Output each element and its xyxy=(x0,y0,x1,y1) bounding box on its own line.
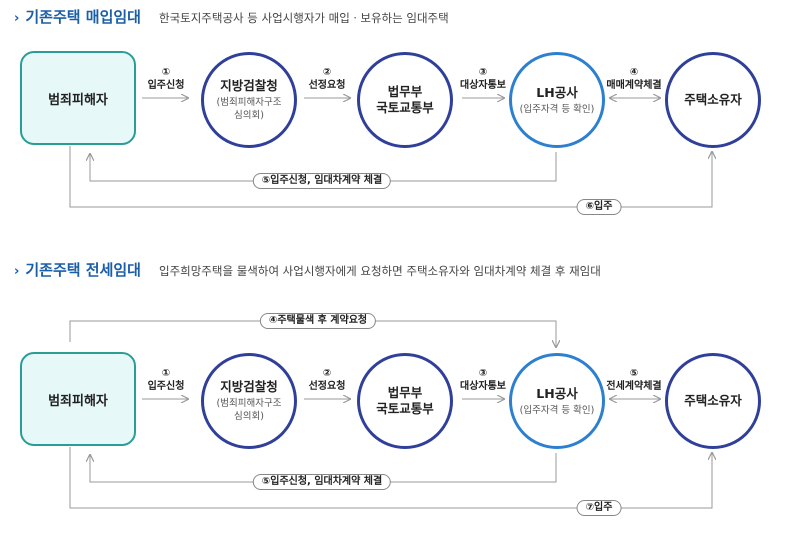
node-ministry: 법무부 국토교통부 xyxy=(357,353,453,449)
step-text: 전세계약체결 xyxy=(606,381,662,392)
node-district-prosecutor: 지방검찰청 (범죄피해자구조 심의회) xyxy=(201,353,297,449)
step-number: ① xyxy=(161,67,171,78)
section-description: 한국토지주택공사 등 사업시행자가 매입ㆍ보유하는 임대주택 xyxy=(158,11,449,25)
step-5b-pill: ⑤입주신청, 임대차계약 체결 xyxy=(252,474,392,490)
step-text: 대상자통보 xyxy=(460,381,506,392)
node-house-owner: 주택소유자 xyxy=(665,52,761,148)
step-text: 대상자통보 xyxy=(460,80,506,91)
section-title: 기존주택 전세임대 xyxy=(25,261,141,279)
section-purchase-rental: › 기존주택 매입임대 한국토지주택공사 등 사업시행자가 매입ㆍ보유하는 임대… xyxy=(0,0,795,250)
step-number: ② xyxy=(322,67,332,78)
node-name: LH공사 xyxy=(536,385,578,401)
section-lease-rental: › 기존주택 전세임대 입주희망주택을 물색하여 사업시행자에게 요청하면 주택… xyxy=(0,250,795,535)
step-number: ③ xyxy=(478,67,488,78)
step-4-pill: ④주택물색 후 계약요청 xyxy=(259,313,377,329)
section-heading: › 기존주택 전세임대 입주희망주택을 물색하여 사업시행자에게 요청하면 주택… xyxy=(14,259,601,280)
node-house-owner: 주택소유자 xyxy=(665,353,761,449)
arrow-7 xyxy=(69,447,712,509)
step-text: 매매계약체결 xyxy=(606,80,662,91)
step-5-label: ⑤ 전세계약체결 xyxy=(606,367,661,393)
node-name: 주택소유자 xyxy=(684,92,742,107)
node-name: 주택소유자 xyxy=(684,393,742,408)
step-text: 입주신청 xyxy=(147,381,185,392)
step-1-label: ① 입주신청 xyxy=(148,367,185,393)
step-4-label: ④ 매매계약체결 xyxy=(606,66,661,92)
node-district-prosecutor: 지방검찰청 (범죄피해자구조 심의회) xyxy=(201,52,297,148)
node-ministry: 법무부 국토교통부 xyxy=(357,52,453,148)
section-description: 입주희망주택을 물색하여 사업시행자에게 요청하면 주택소유자와 임대차계약 체… xyxy=(158,264,601,278)
step-text: 입주신청 xyxy=(147,80,185,91)
step-text: 선정요청 xyxy=(308,381,346,392)
node-name: 법무부 국토교통부 xyxy=(376,84,434,115)
node-sub: (입주자격 등 확인) xyxy=(519,404,595,416)
node-name: LH공사 xyxy=(536,84,578,100)
node-crime-victim: 범죄피해자 xyxy=(20,51,136,145)
node-crime-victim: 범죄피해자 xyxy=(20,352,136,446)
step-7-pill: ⑦입주 xyxy=(576,500,622,516)
node-lh: LH공사 (입주자격 등 확인) xyxy=(509,52,605,148)
step-number: ⑤ xyxy=(629,368,639,379)
section-title: 기존주택 매입임대 xyxy=(25,8,141,26)
section-heading: › 기존주택 매입임대 한국토지주택공사 등 사업시행자가 매입ㆍ보유하는 임대… xyxy=(14,6,449,27)
arrow-6 xyxy=(69,146,712,208)
node-name: 지방검찰청 xyxy=(220,379,278,394)
step-number: ① xyxy=(161,368,171,379)
chevron-right-icon: › xyxy=(14,264,20,279)
node-name: 지방검찰청 xyxy=(220,78,278,93)
step-5-pill: ⑤입주신청, 임대차계약 체결 xyxy=(252,173,392,189)
step-3-label: ③ 대상자통보 xyxy=(460,66,506,92)
node-name: 법무부 국토교통부 xyxy=(376,385,434,416)
step-2-label: ② 선정요청 xyxy=(309,367,346,393)
node-sub: (범죄피해자구조 심의회) xyxy=(216,398,282,422)
node-sub: (입주자격 등 확인) xyxy=(519,103,595,115)
step-text: 선정요청 xyxy=(308,80,346,91)
step-number: ② xyxy=(322,368,332,379)
step-number: ④ xyxy=(629,67,639,78)
step-2-label: ② 선정요청 xyxy=(309,66,346,92)
chevron-right-icon: › xyxy=(14,11,20,26)
step-3-label: ③ 대상자통보 xyxy=(460,367,506,393)
step-6-pill: ⑥입주 xyxy=(576,199,622,215)
node-lh: LH공사 (입주자격 등 확인) xyxy=(509,353,605,449)
step-1-label: ① 입주신청 xyxy=(148,66,185,92)
node-sub: (범죄피해자구조 심의회) xyxy=(216,97,282,121)
step-number: ③ xyxy=(478,368,488,379)
